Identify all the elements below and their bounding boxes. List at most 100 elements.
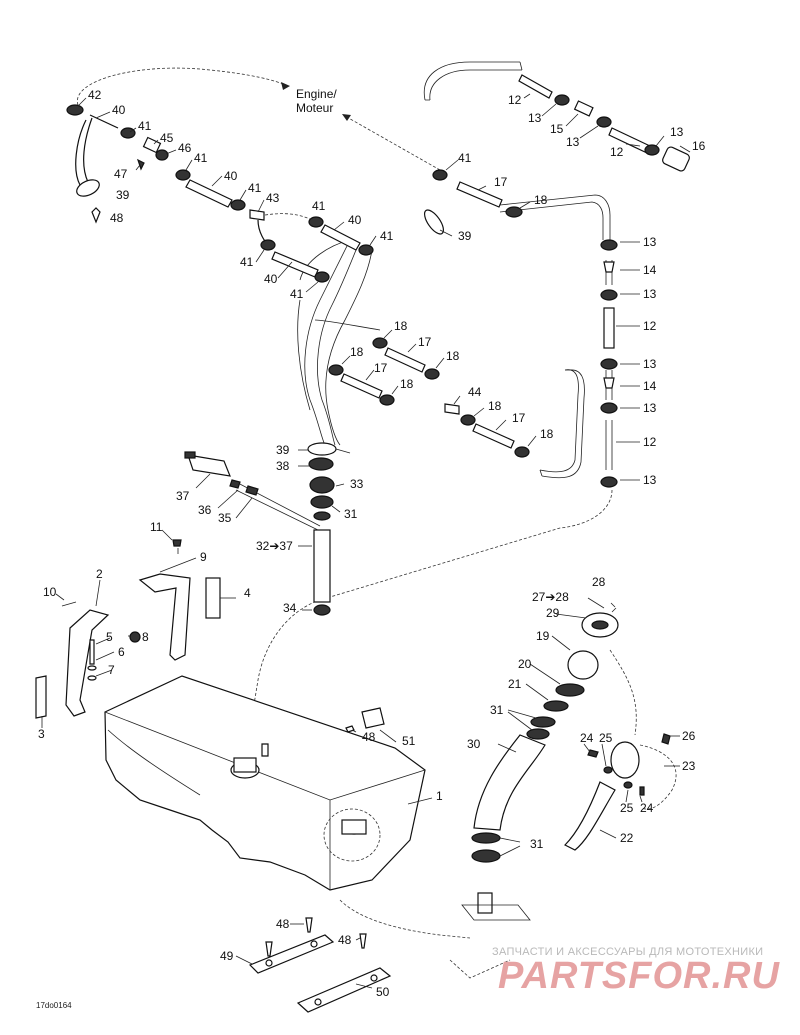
- mounting-plates: [248, 917, 392, 1013]
- callout-41c: 41: [248, 181, 262, 195]
- callout-39a: 39: [116, 188, 130, 202]
- bracket-51: [361, 707, 385, 729]
- filler-neck-19: [567, 650, 599, 680]
- callout-12d: 12: [643, 435, 657, 449]
- diagram-reference-code: 17do0164: [36, 1001, 72, 1010]
- fuel-fitting-16: [662, 146, 690, 172]
- callout-14b: 14: [643, 379, 657, 393]
- clamp-41a: [120, 127, 136, 139]
- callout-41e: 41: [380, 229, 394, 243]
- washer-25b: [623, 781, 633, 789]
- callout-16: 16: [692, 139, 706, 153]
- bolt-5: [89, 639, 95, 665]
- top-center-assembly: [423, 169, 523, 235]
- screw-48c: [305, 917, 313, 933]
- clamp-31a: [310, 495, 334, 509]
- callout-13b: 13: [566, 135, 580, 149]
- clamp-13e: [600, 289, 618, 301]
- callout-29: 29: [546, 606, 560, 620]
- fitting-46: [155, 149, 169, 161]
- callout-21: 21: [508, 677, 522, 691]
- callout-17a: 17: [494, 175, 508, 189]
- callout-23: 23: [682, 759, 696, 773]
- callout-6: 6: [118, 645, 125, 659]
- callout-24a: 24: [580, 731, 594, 745]
- callout-13e: 13: [643, 287, 657, 301]
- callout-2: 2: [96, 567, 103, 581]
- callout-13f: 13: [643, 357, 657, 371]
- bracket-51-assembly: [345, 707, 385, 733]
- callout-1: 1: [436, 789, 443, 803]
- callout-42: 42: [88, 88, 102, 102]
- callout-25a: 25: [599, 731, 613, 745]
- callout-17b: 17: [418, 335, 432, 349]
- part-33: [309, 476, 335, 494]
- callout-41f: 41: [240, 255, 254, 269]
- clamp-41c: [230, 199, 246, 211]
- watermark-caption: ЗАПЧАСТИ И АКСЕССУАРЫ ДЛЯ МОТОТЕХНИКИ: [492, 946, 763, 958]
- clamp-41h: [432, 169, 448, 181]
- ring-20: [555, 683, 585, 697]
- callout-18d: 18: [350, 345, 364, 359]
- ring-31b: [313, 511, 331, 521]
- callout-40a: 40: [112, 103, 126, 117]
- callout-13h: 13: [643, 473, 657, 487]
- clamp-13f: [600, 358, 618, 370]
- tank-vent-nipple: [261, 743, 269, 757]
- screw-48b: [345, 725, 355, 733]
- strap-2: [65, 609, 110, 717]
- clamp-39a: [76, 179, 100, 197]
- callout-34: 34: [283, 601, 297, 615]
- callout-18a: 18: [534, 193, 548, 207]
- washer-25a: [603, 766, 613, 774]
- connector-36: [229, 479, 241, 489]
- clamp-13g: [600, 402, 618, 414]
- callout-31b: 31: [490, 703, 504, 717]
- callout-44: 44: [468, 385, 482, 399]
- clamp-18d: [328, 364, 344, 376]
- sender-tab: [184, 451, 196, 459]
- engine-label-line2: Moteur: [296, 101, 333, 115]
- callout-37: 37: [176, 489, 190, 503]
- callout-30: 30: [467, 737, 481, 751]
- hose-17b: [384, 347, 426, 373]
- callout-numbers: 42 40 41 45 46 47 41 39 48 40 41 43 40 4…: [38, 88, 706, 999]
- callout-3: 3: [38, 727, 45, 741]
- callout-48b: 48: [362, 730, 376, 744]
- callout-11: 11: [150, 520, 163, 534]
- clamp-18e: [379, 394, 395, 406]
- callout-17c: 17: [374, 361, 388, 375]
- callout-48c: 48: [276, 917, 290, 931]
- clamp-31e: [471, 849, 501, 863]
- clamp-13d: [600, 239, 618, 251]
- nut-11: [172, 539, 182, 547]
- hose-17c: [340, 373, 383, 399]
- fitting-15: [573, 100, 594, 117]
- connector-35: [245, 485, 259, 496]
- right-vent-line: [600, 239, 618, 488]
- callout-33: 33: [350, 477, 364, 491]
- pickup-tube-32: [313, 529, 331, 603]
- callout-20: 20: [518, 657, 532, 671]
- callout-43: 43: [266, 191, 280, 205]
- hose-12c: [603, 307, 615, 349]
- callout-12b: 12: [610, 145, 624, 159]
- ring-38: [308, 457, 334, 471]
- middle-vent-assembly: [328, 337, 530, 458]
- callout-45: 45: [160, 131, 174, 145]
- hose-17d: [472, 423, 515, 449]
- top-left-assembly: [66, 104, 374, 283]
- callout-24b: 24: [640, 801, 654, 815]
- washer-7: [87, 675, 97, 681]
- hose-17a: [456, 181, 503, 208]
- callout-13d: 13: [643, 235, 657, 249]
- callout-25b: 25: [620, 801, 634, 815]
- sender-37: [187, 454, 231, 477]
- callout-17d: 17: [512, 411, 526, 425]
- callout-41h: 41: [458, 151, 472, 165]
- clamp-41f: [308, 216, 324, 228]
- clamp-41e: [314, 271, 330, 283]
- clamp-41g: [358, 244, 374, 256]
- hose-40a: [185, 179, 233, 208]
